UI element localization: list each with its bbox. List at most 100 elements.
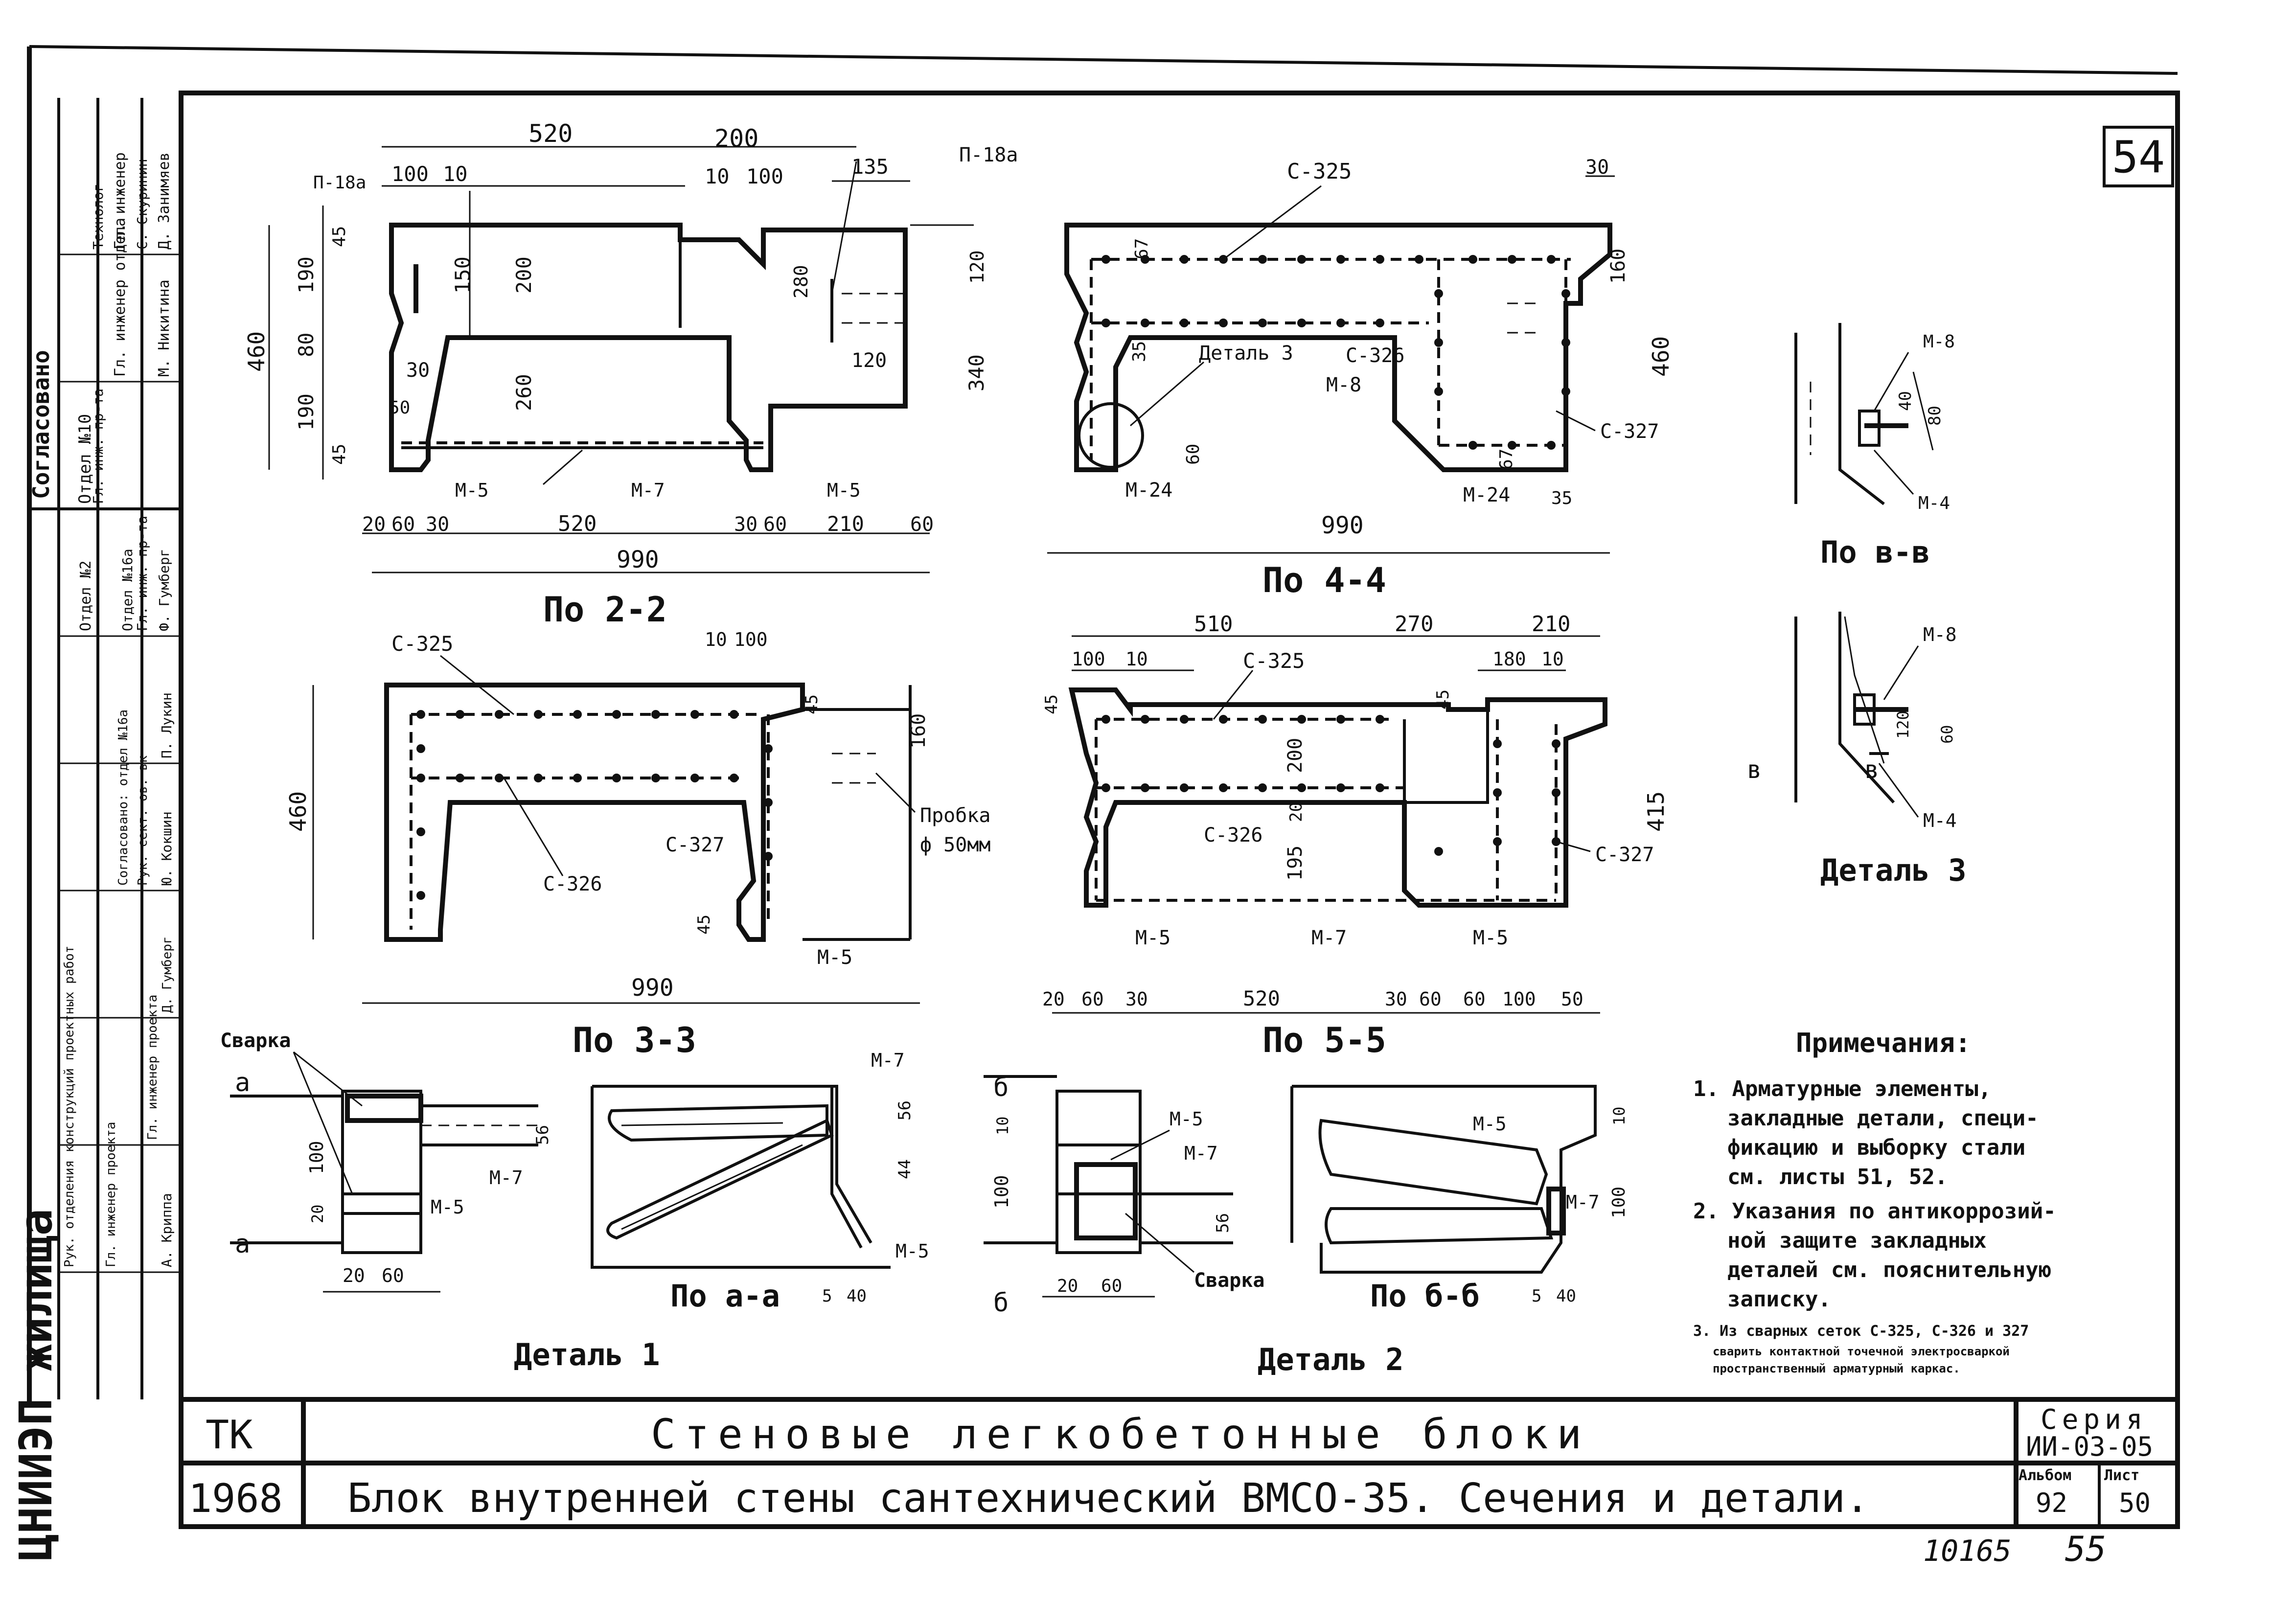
det1-aa-dim-40: 40 <box>847 1286 867 1306</box>
v22-label-m7: М-7 <box>631 480 665 501</box>
v33-dim-460: 460 <box>285 791 311 832</box>
notes-line-1: 1. Арматурные элементы, <box>1693 1076 1991 1101</box>
v55-dim-bottom-60b: 60 <box>1419 988 1442 1010</box>
strip-cell-1: Рук. отделения конструкций проектных раб… <box>62 946 77 1267</box>
det1-aa-caption: По а-а <box>670 1278 780 1314</box>
v44-label-c327: С-327 <box>1600 420 1659 443</box>
det3-caption: Деталь 3 <box>1820 852 1967 888</box>
v22-dim-bottom-60a: 60 <box>391 513 415 536</box>
det1-aa-dim-5: 5 <box>822 1286 832 1306</box>
v33-label-probka: Пробка <box>920 804 991 827</box>
view-3-3: 10 100 45 160 460 45 990 С-325 С-326 С-3… <box>285 629 991 1060</box>
v44-label-m8: М-8 <box>1326 374 1361 396</box>
notes-heading: Примечания: <box>1796 1028 1971 1058</box>
v33-dim-10: 10 <box>705 629 727 650</box>
det1-dim-60: 60 <box>382 1265 404 1286</box>
sheet-value: 50 <box>2119 1487 2151 1518</box>
v55-dim-195: 195 <box>1284 846 1307 881</box>
v33-label-c325: С-325 <box>391 632 453 656</box>
det2-dim-20: 20 <box>1057 1276 1078 1296</box>
det2-bb-label-m7: М-7 <box>1566 1191 1600 1213</box>
v22-dim-top-10a: 10 <box>443 162 468 186</box>
notes-line-5: 2. Указания по антикоррозий- <box>1693 1199 2056 1224</box>
approval-row-6-role: Гл. инж. пр-та <box>134 516 150 631</box>
v55-caption: По 5-5 <box>1262 1020 1386 1060</box>
v22-dim-200: 200 <box>512 256 536 294</box>
approval-row-6-name: Ф. Гумберг <box>156 549 172 631</box>
sheet-number-box <box>2103 126 2174 187</box>
footer-stamp: 10165 <box>1923 1534 2012 1568</box>
v22-dim-30: 30 <box>406 359 430 382</box>
v22-dim-left-190b: 190 <box>294 393 318 431</box>
v22-dim-bottom-520: 520 <box>558 511 596 536</box>
notes-line-9: 3. Из сварных сеток С-325, С-326 и 327 <box>1693 1323 2029 1340</box>
v22-dim-340: 340 <box>964 354 988 391</box>
v55-dim-top-180: 180 <box>1492 648 1526 670</box>
detail-3: 120 60 М-8 М-4 в в Деталь 3 <box>1747 612 1967 888</box>
v33-label-diam: ф 50мм <box>920 834 991 856</box>
det1-label-a-bottom: а <box>235 1230 250 1259</box>
v22-dim-left-45a: 45 <box>329 226 349 247</box>
approval-row-5-dept: Отдел №16а <box>119 549 136 631</box>
v55-label-m5b: М-5 <box>1473 927 1508 949</box>
v55-dim-bottom-30b: 30 <box>1385 988 1407 1010</box>
v22-dim-top-135: 135 <box>851 155 889 179</box>
detail-2: б б М-5 М-7 Сварка 10 100 56 20 60 Детал… <box>984 1073 1629 1377</box>
vvv-caption: По в-в <box>1820 534 1930 570</box>
v55-dim-bottom-60c: 60 <box>1463 988 1486 1010</box>
det2-bb-dim-5: 5 <box>1532 1286 1541 1306</box>
strip-cell-3: Гл. инженер проекта <box>145 995 160 1140</box>
det2-dim-10: 10 <box>993 1116 1012 1135</box>
v44-dim-160: 160 <box>1607 249 1629 284</box>
v22-dim-bottom-60c: 60 <box>910 513 934 536</box>
v22-dim-bottom-20: 20 <box>362 513 386 536</box>
det1-aa-dim-44: 44 <box>895 1159 915 1179</box>
v55-label-c325: С-325 <box>1243 649 1305 673</box>
v55-dim-45b: 45 <box>1433 689 1453 709</box>
det1-dim-56: 56 <box>533 1125 552 1145</box>
v22-dim-260: 260 <box>512 374 536 411</box>
approval-strip: Согласовано Отдел №10 Гл. инженер отдела… <box>10 98 183 1561</box>
det2-dim-56: 56 <box>1213 1213 1233 1233</box>
det2-bb-caption: По б-б <box>1370 1278 1480 1314</box>
det3-label-m8: М-8 <box>1923 624 1957 645</box>
det1-label-svarka: Сварка <box>220 1029 291 1052</box>
strip-cell-2: Гл. инженер проекта <box>104 1122 118 1267</box>
v22-dim-top-200: 200 <box>714 124 758 153</box>
view-v-v: 40 80 М-8 М-4 По в-в <box>1794 323 1955 570</box>
v55-dim-top-270: 270 <box>1395 612 1433 637</box>
v44-dim-460: 460 <box>1648 336 1674 377</box>
v33-caption: По 3-3 <box>573 1020 696 1060</box>
v44-label-c326: С-326 <box>1346 344 1404 367</box>
v44-dim-30: 30 <box>1585 156 1609 179</box>
v55-dim-bottom-60a: 60 <box>1081 988 1104 1010</box>
det1-aa-label-m5: М-5 <box>895 1240 929 1262</box>
v55-label-c326: С-326 <box>1204 824 1262 846</box>
v44-label-m24a: М-24 <box>1125 479 1172 502</box>
vvv-dim-40: 40 <box>1896 391 1915 411</box>
vvv-dim-80: 80 <box>1925 406 1945 426</box>
det2-label-b-bottom: б <box>993 1288 1009 1318</box>
v55-dim-bottom-100: 100 <box>1502 988 1536 1010</box>
approval-row-3-name: С. Скуринин <box>134 159 150 250</box>
det3-dim-120: 120 <box>1894 710 1912 739</box>
strip-cell-5: Ю. Кокшин <box>159 811 175 886</box>
det2-dim-60: 60 <box>1101 1276 1122 1296</box>
v33-label-c327: С-327 <box>665 834 724 856</box>
det1-dim-20b: 20 <box>343 1265 365 1286</box>
det2-label-b-top: б <box>993 1073 1009 1102</box>
det2-caption: Деталь 2 <box>1258 1342 1404 1377</box>
series-value: ИИ-03-05 <box>2026 1431 2153 1462</box>
v22-dim-bottom-210: 210 <box>827 512 864 536</box>
v22-dim-top-100b: 100 <box>746 164 783 188</box>
v22-dim-top-10b: 10 <box>705 164 730 188</box>
approval-row-2-name: М. Никитина <box>156 279 173 377</box>
det3-label-m4: М-4 <box>1923 810 1957 831</box>
notes-line-3: фикацию и выборку стали <box>1727 1135 2025 1160</box>
det1-dim-20a: 20 <box>308 1204 327 1223</box>
det2-dim-100: 100 <box>991 1175 1012 1209</box>
org-stamp: ЦНИИЭП жилища <box>10 1209 62 1561</box>
det2-label-m5: М-5 <box>1170 1108 1203 1130</box>
v22-dim-top-100: 100 <box>391 162 429 186</box>
